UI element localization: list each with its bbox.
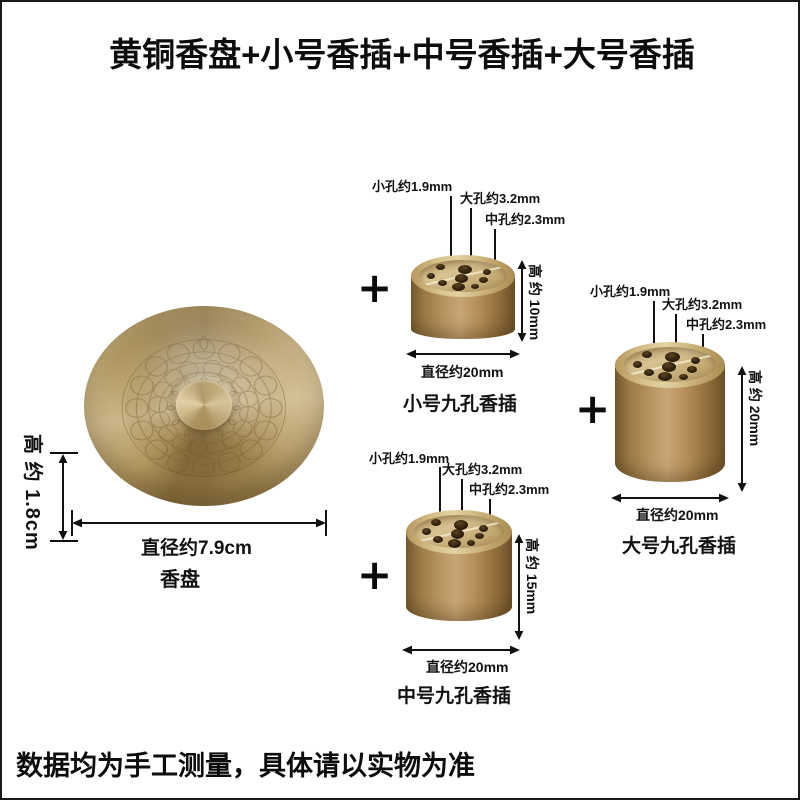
page-title: 黄铜香盘+小号香插+中号香插+大号香插 (109, 36, 695, 73)
plus-sign-2: + (357, 550, 393, 599)
hole-medium (687, 366, 697, 373)
medium-holder-image (406, 510, 512, 621)
hole-medium (471, 284, 479, 289)
hole-large (454, 520, 468, 530)
medium-holder-top-face (414, 515, 504, 548)
small-holder-leader-2 (470, 208, 472, 278)
small-holder-image (411, 255, 515, 339)
hole-small (427, 273, 435, 279)
hole-medium (479, 277, 488, 283)
hole-small (633, 361, 642, 368)
hole-small (644, 369, 654, 376)
medium-holder-large-hole-label: 大孔约3.2mm (442, 462, 523, 477)
large-holder-diameter-arrow (611, 493, 729, 503)
plate-diameter-tick-right (325, 510, 327, 536)
plate-diameter-arrow (72, 518, 326, 528)
small-holder-small-hole-label: 小孔约1.9mm (372, 179, 453, 194)
plate-height-arrow (58, 454, 68, 540)
hole-small (431, 519, 441, 526)
hole-medium (475, 533, 484, 539)
large-holder-medium-hole-label: 中孔约2.3mm (686, 317, 767, 332)
small-holder-diameter-label: 直径约20mm (421, 364, 504, 380)
hole-large (458, 265, 472, 274)
small-holder-top-face (419, 260, 507, 292)
hole-large (665, 352, 680, 362)
hole-medium (483, 269, 491, 275)
plate-height-tick-bottom (50, 540, 78, 542)
hole-large (451, 529, 464, 539)
medium-holder-leader-1 (439, 467, 441, 534)
plate-height-tick-top (50, 452, 78, 454)
medium-holder-diameter-label: 直径约20mm (426, 659, 509, 675)
plus-sign-3: + (575, 384, 611, 433)
medium-holder-diameter-arrow (402, 645, 520, 655)
large-holder-height-arrow (737, 366, 747, 492)
hole-medium (691, 357, 700, 364)
hole-small (433, 536, 443, 543)
hole-small (642, 351, 652, 358)
hole-large (662, 362, 676, 372)
hole-medium (679, 374, 688, 380)
plate-height-label: 高 约 1.8cm (21, 434, 43, 551)
small-holder-diameter-arrow (406, 349, 520, 359)
hole-large (448, 539, 461, 548)
medium-holder-height-arrow (514, 534, 524, 640)
large-holder-product-name: 大号九孔香插 (622, 536, 737, 557)
small-holder-height-arrow (517, 260, 527, 342)
hole-medium (467, 540, 475, 546)
hole-medium (479, 525, 488, 532)
large-holder-image (615, 342, 725, 482)
plate-diameter-tick-left (71, 510, 73, 536)
hole-small (436, 264, 445, 270)
large-holder-diameter-label: 直径约20mm (636, 507, 719, 523)
medium-holder-medium-hole-label: 中孔约2.3mm (469, 482, 550, 497)
medium-holder-small-hole-label: 小孔约1.9mm (369, 451, 450, 466)
large-holder-height-label: 高 约 20mm (747, 370, 763, 447)
plate-center-boss (176, 380, 232, 430)
plus-sign-1: + (357, 263, 393, 312)
small-holder-medium-hole-label: 中孔约2.3mm (485, 212, 566, 227)
medium-holder-product-name: 中号九孔香插 (397, 686, 512, 707)
small-holder-product-name: 小号九孔香插 (403, 394, 518, 415)
measurement-disclaimer: 数据均为手工测量，具体请以实物为准 (16, 751, 475, 781)
small-holder-large-hole-label: 大孔约3.2mm (460, 191, 541, 206)
plate-product-name: 香盘 (160, 569, 200, 591)
hole-small (422, 528, 431, 535)
small-holder-leader-1 (450, 196, 452, 266)
small-holder-height-label: 高 约 10mm (527, 264, 543, 341)
hole-large (455, 274, 468, 283)
hole-large (452, 283, 465, 291)
hole-small (438, 280, 447, 286)
large-holder-small-hole-label: 小孔约1.9mm (590, 284, 671, 299)
medium-holder-height-label: 高 约 15mm (524, 538, 540, 615)
hole-large (658, 372, 672, 381)
large-holder-top-face (624, 347, 716, 382)
plate-diameter-label: 直径约7.9cm (141, 538, 252, 559)
incense-plate-image (84, 306, 324, 506)
large-holder-large-hole-label: 大孔约3.2mm (662, 297, 743, 312)
